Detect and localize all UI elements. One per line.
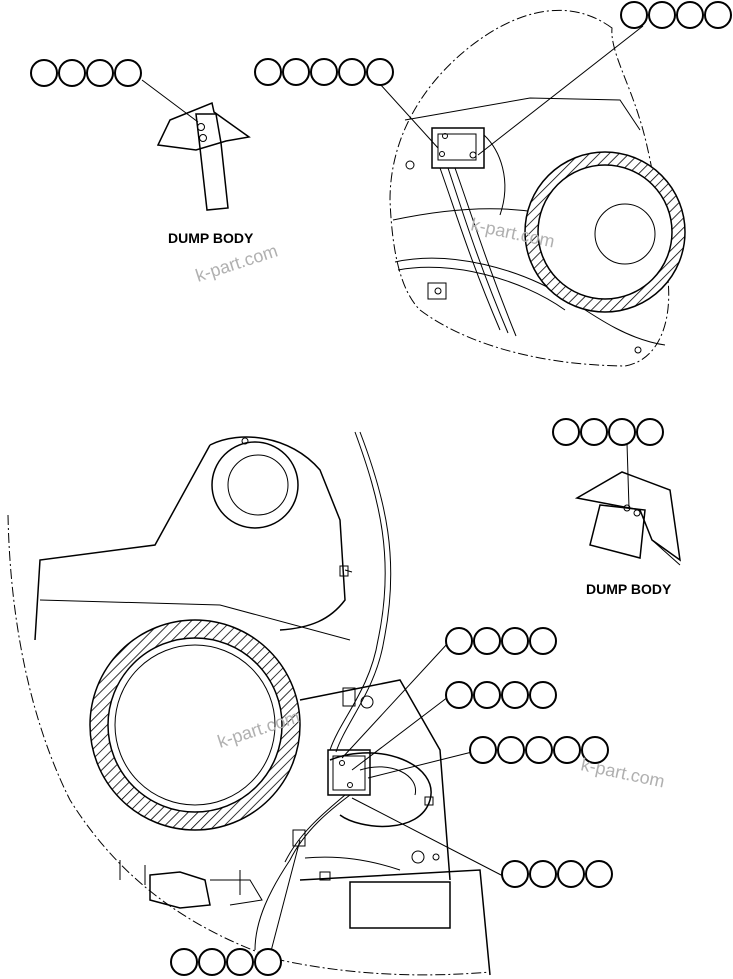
callout-bubble (620, 1, 648, 29)
detail-top-left: DUMP BODY (156, 101, 254, 246)
callout-c4 (552, 418, 664, 446)
detail-right-middle: DUMP BODY (574, 471, 681, 597)
callout-c1 (30, 59, 142, 87)
callout-c5 (445, 627, 557, 655)
callout-bubble (529, 860, 557, 888)
callout-bubble (585, 860, 613, 888)
callout-c3 (620, 1, 732, 29)
dump-body-label-right: DUMP BODY (586, 581, 672, 597)
callout-bubble (636, 418, 664, 446)
detail-top-right (389, 9, 686, 367)
callout-bubble (170, 948, 198, 976)
callout-bubble (254, 948, 282, 976)
watermark: k-part.com (579, 754, 666, 791)
callout-bubble (30, 59, 58, 87)
callout-bubble (473, 627, 501, 655)
callout-bubble (86, 59, 114, 87)
callout-bubble (608, 418, 636, 446)
callout-bubble (529, 627, 557, 655)
callout-c8 (501, 860, 613, 888)
callout-bubble (501, 681, 529, 709)
callout-c7 (469, 736, 609, 764)
dump-body-label-top: DUMP BODY (168, 230, 254, 246)
callout-bubble (501, 860, 529, 888)
main-view (7, 431, 491, 976)
callout-bubble (58, 59, 86, 87)
callout-bubble (525, 736, 553, 764)
watermark: k-part.com (193, 241, 280, 286)
callout-bubble (553, 736, 581, 764)
callout-bubble (338, 58, 366, 86)
callout-bubble (445, 627, 473, 655)
callout-c9 (170, 948, 282, 976)
callout-bubble (704, 1, 732, 29)
callout-c6 (445, 681, 557, 709)
callout-bubble (226, 948, 254, 976)
callout-bubble (282, 58, 310, 86)
callout-bubble (114, 59, 142, 87)
callout-bubble (497, 736, 525, 764)
callout-bubble (473, 681, 501, 709)
callout-bubble (581, 736, 609, 764)
callout-bubble (198, 948, 226, 976)
callout-bubble (366, 58, 394, 86)
callout-bubble (552, 418, 580, 446)
callout-bubble (254, 58, 282, 86)
callout-bubble (648, 1, 676, 29)
callout-bubble (469, 736, 497, 764)
callout-bubble (580, 418, 608, 446)
callout-bubble (529, 681, 557, 709)
callout-bubble (310, 58, 338, 86)
callout-bubble (676, 1, 704, 29)
callout-bubble (501, 627, 529, 655)
callout-c2 (254, 58, 394, 86)
leader-lines (141, 25, 644, 956)
callout-bubble (445, 681, 473, 709)
callout-bubble (557, 860, 585, 888)
